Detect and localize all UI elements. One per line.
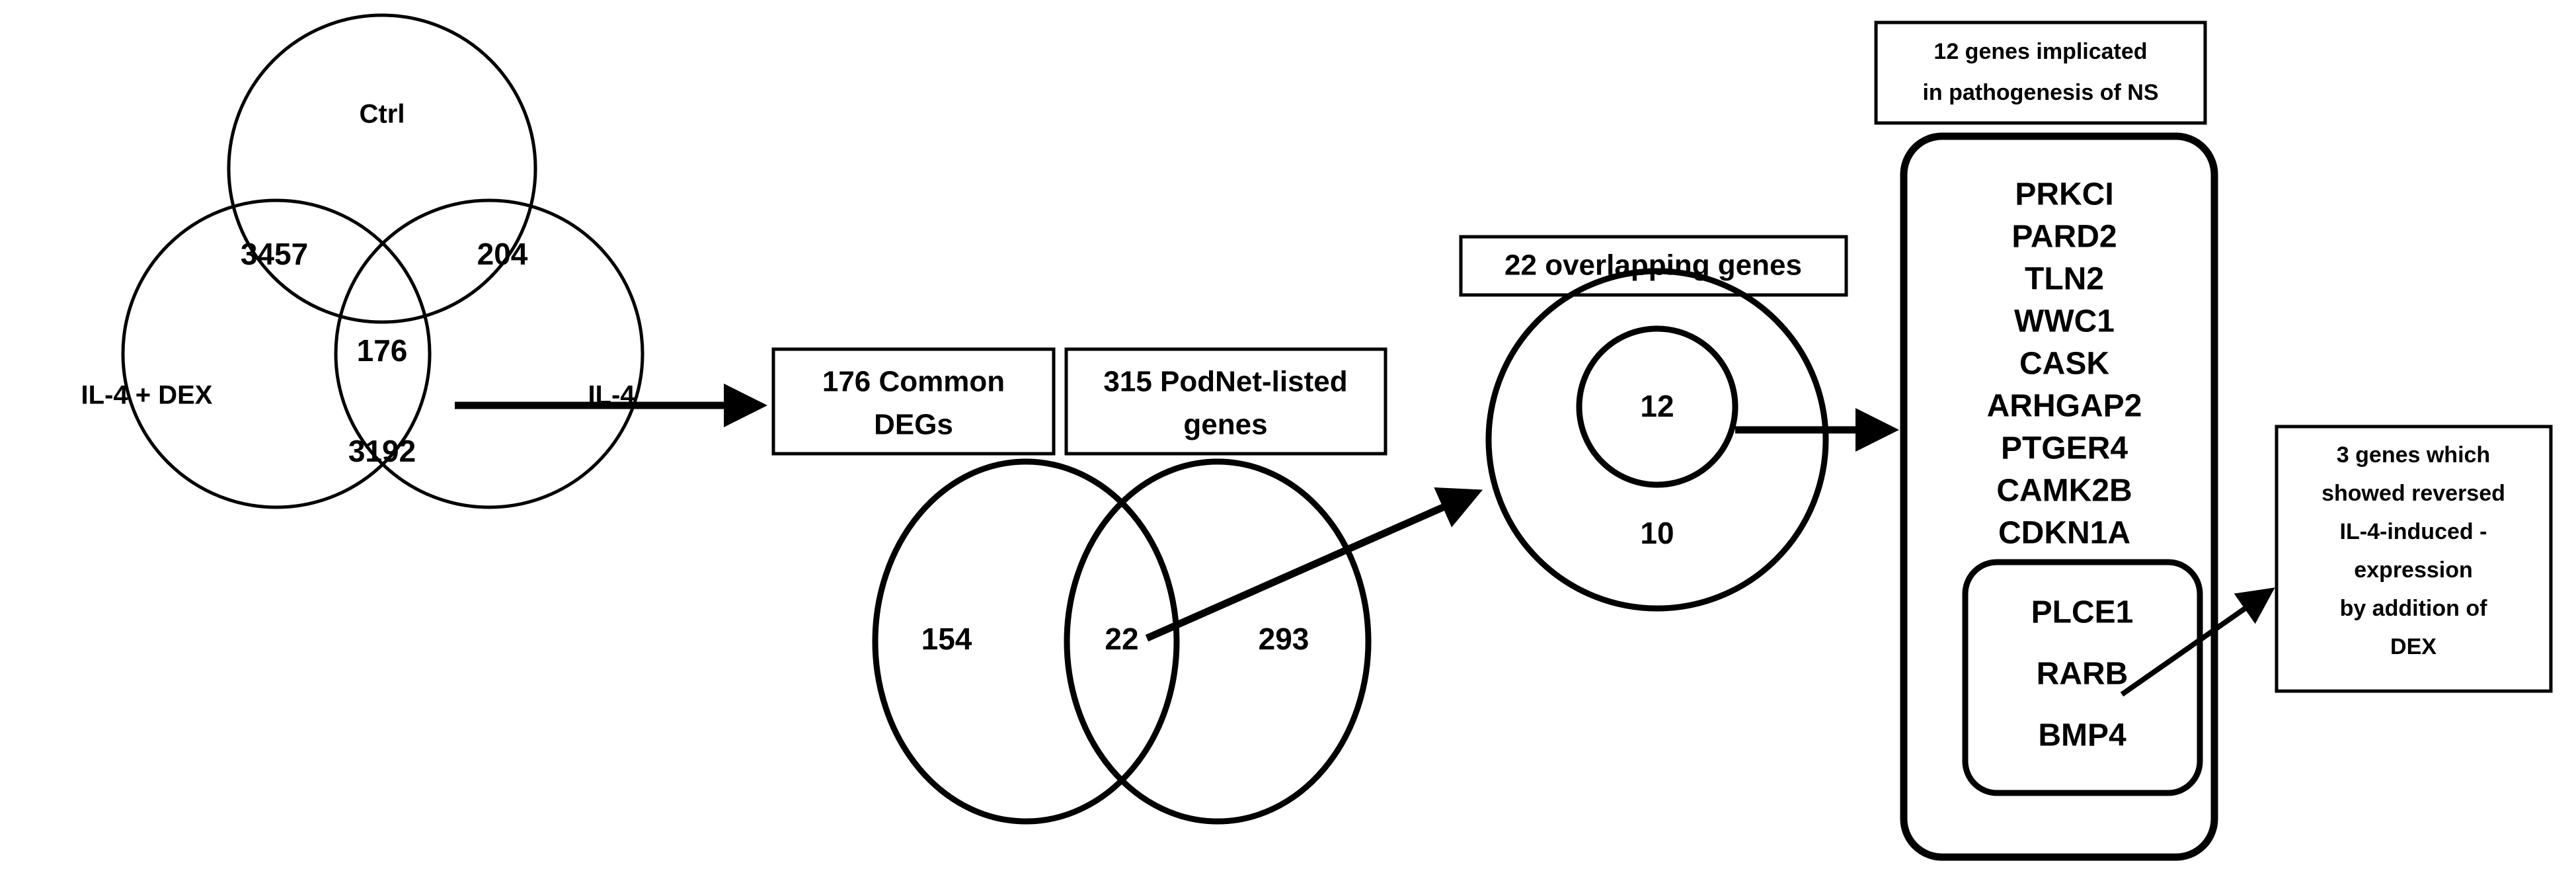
gene-item: PRKCI: [2015, 177, 2113, 212]
box-reversed-line5: by addition of: [2340, 596, 2488, 621]
gene-item: TLN2: [2025, 262, 2104, 297]
donut-inner-circle: [1576, 325, 1738, 488]
box-common-degs-line1: 176 Common: [822, 366, 1005, 398]
gene-item: PARD2: [2011, 220, 2117, 255]
venn-circle-podnet: [1064, 458, 1372, 825]
gene-list-container: PRKCI PARD2 TLN2 WWC1 CASK ARHGAP2 PTGER…: [1900, 132, 2218, 861]
venn-label-ctrl: Ctrl: [360, 100, 405, 129]
box-overlapping-rect: [1459, 235, 1848, 297]
gene-item-highlighted: BMP4: [2038, 718, 2127, 753]
box-reversed-line6: DEX: [2390, 634, 2437, 659]
box-reversed-genes: 3 genes which showed reversed IL-4-induc…: [2275, 425, 2553, 693]
venn2-count-overlap: 22: [1105, 622, 1138, 656]
gene-item: ARHGAP2: [1987, 389, 2142, 424]
gene-item: CASK: [2019, 347, 2109, 382]
donut-chart-group: 12 10: [1485, 268, 1829, 612]
gene-item-highlighted: PLCE1: [2031, 595, 2134, 630]
box-reversed-line4: expression: [2354, 558, 2473, 583]
venn-count-il4dex-il4: 3192: [348, 434, 416, 468]
donut-inner-value: 12: [1640, 389, 1674, 423]
box-reversed-line1: 3 genes which: [2337, 442, 2490, 468]
box-overlapping-genes: 22 overlapping genes: [1459, 235, 1848, 297]
venn2-count-right: 293: [1259, 622, 1309, 656]
gene-item: PTGER4: [2001, 431, 2128, 466]
three-set-venn-group: Ctrl IL-4 + DEX IL-4 3457 204 176 3192: [81, 13, 644, 509]
gene-item: WWC1: [2014, 304, 2115, 339]
venn2-count-left: 154: [921, 622, 972, 656]
box-reversed-line3: IL-4-induced -: [2340, 519, 2487, 544]
donut-outer-circle: [1485, 268, 1829, 612]
gene-list-highlight-rect: [1962, 559, 2203, 796]
gene-item: CDKN1A: [1998, 516, 2130, 551]
box-podnet-line2: genes: [1183, 409, 1267, 441]
box-ns-genes-line1: 12 genes implicated: [1933, 39, 2147, 64]
venn-circle-common-degs: [872, 458, 1180, 825]
venn-circle-il4-dex: [121, 198, 432, 509]
box-common-degs-rect: [771, 347, 1056, 456]
box-reversed-line2: showed reversed: [2322, 481, 2505, 506]
box-overlapping-label: 22 overlapping genes: [1504, 249, 1802, 282]
box-podnet-genes: 315 PodNet-listed genes: [1064, 347, 1387, 456]
box-podnet-line1: 315 PodNet-listed: [1103, 366, 1347, 398]
box-reversed-rect: [2275, 425, 2553, 693]
box-ns-genes-line2: in pathogenesis of NS: [1922, 80, 2158, 105]
arrow-overlap-to-donut: [1145, 487, 1483, 642]
box-ns-genes-rect: [1874, 21, 2207, 125]
venn-circle-il4: [334, 198, 644, 509]
box-common-degs-line2: DEGs: [874, 409, 953, 441]
venn-count-all-three: 176: [357, 333, 408, 368]
venn-circle-ctrl: [227, 13, 537, 324]
box-ns-genes: 12 genes implicated in pathogenesis of N…: [1874, 21, 2207, 125]
arrow-highlighted-to-reversed: [2120, 587, 2275, 697]
venn-label-il4-dex: IL-4 + DEX: [81, 381, 213, 410]
venn-count-ctrl-il4dex: 3457: [241, 237, 308, 271]
two-set-venn-group: 154 22 293: [872, 458, 1372, 825]
box-common-degs: 176 Common DEGs: [771, 347, 1056, 456]
gene-item-highlighted: RARB: [2037, 657, 2128, 692]
donut-outer-value: 10: [1640, 516, 1674, 550]
box-podnet-rect: [1064, 347, 1387, 456]
venn-count-ctrl-il4: 204: [477, 237, 528, 271]
gene-item: CAMK2B: [1996, 474, 2132, 509]
